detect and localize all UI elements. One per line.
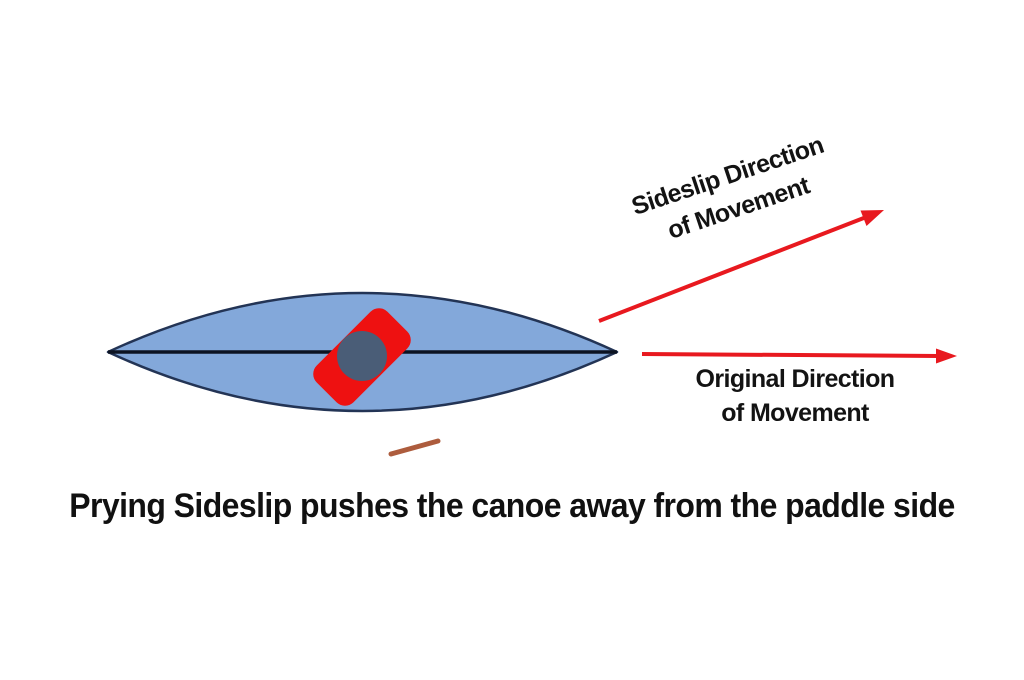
- original-direction-label-line2: of Movement: [721, 399, 869, 427]
- original-direction-arrow-icon: [641, 348, 957, 364]
- paddle-shaft: [388, 438, 441, 457]
- paddler-head: [337, 331, 387, 381]
- original-arrow-line: [641, 352, 940, 358]
- sideslip-arrowhead: [860, 210, 884, 226]
- diagram-caption: Prying Sideslip pushes the canoe away fr…: [69, 487, 955, 525]
- sideslip-arrow-line: [598, 215, 866, 323]
- original-direction-label: Original Direction of Movement: [655, 362, 935, 430]
- original-direction-label-line1: Original Direction: [695, 365, 896, 393]
- original-arrowhead: [936, 348, 957, 364]
- sideslip-arrow-icon: [598, 210, 884, 323]
